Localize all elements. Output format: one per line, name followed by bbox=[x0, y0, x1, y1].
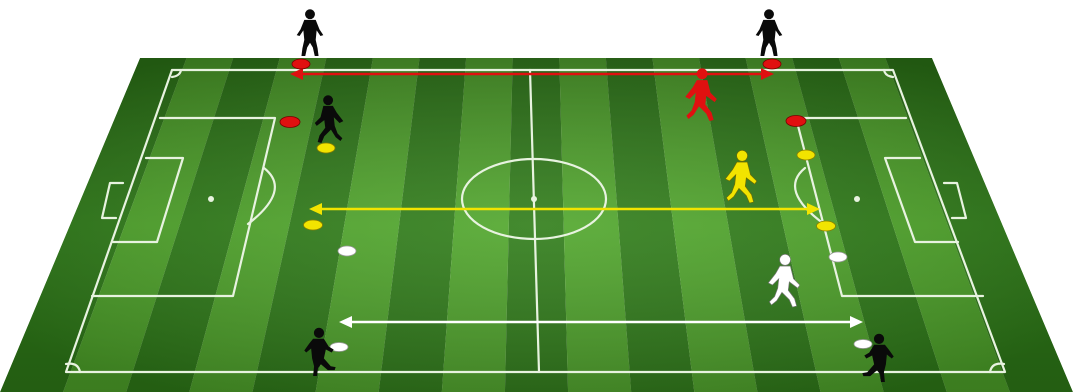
yellow-cone-icon bbox=[817, 221, 836, 231]
black-player-icon bbox=[297, 9, 324, 56]
black-player-icon bbox=[756, 9, 783, 56]
red-cone-icon bbox=[786, 116, 806, 127]
left-penalty-spot bbox=[208, 196, 214, 202]
yellow-cone-icon bbox=[317, 143, 335, 153]
white-cone-icon bbox=[829, 252, 847, 262]
red-cone-icon bbox=[292, 59, 310, 69]
white-cone-icon bbox=[338, 246, 356, 256]
grass bbox=[0, 58, 1073, 392]
red-cone-icon bbox=[763, 59, 781, 69]
center-spot bbox=[531, 196, 537, 202]
yellow-cone-icon bbox=[797, 150, 815, 160]
red-cone-icon bbox=[280, 117, 300, 128]
right-penalty-spot bbox=[854, 196, 860, 202]
white-cone-icon bbox=[854, 340, 872, 349]
yellow-cone-icon bbox=[304, 220, 323, 230]
